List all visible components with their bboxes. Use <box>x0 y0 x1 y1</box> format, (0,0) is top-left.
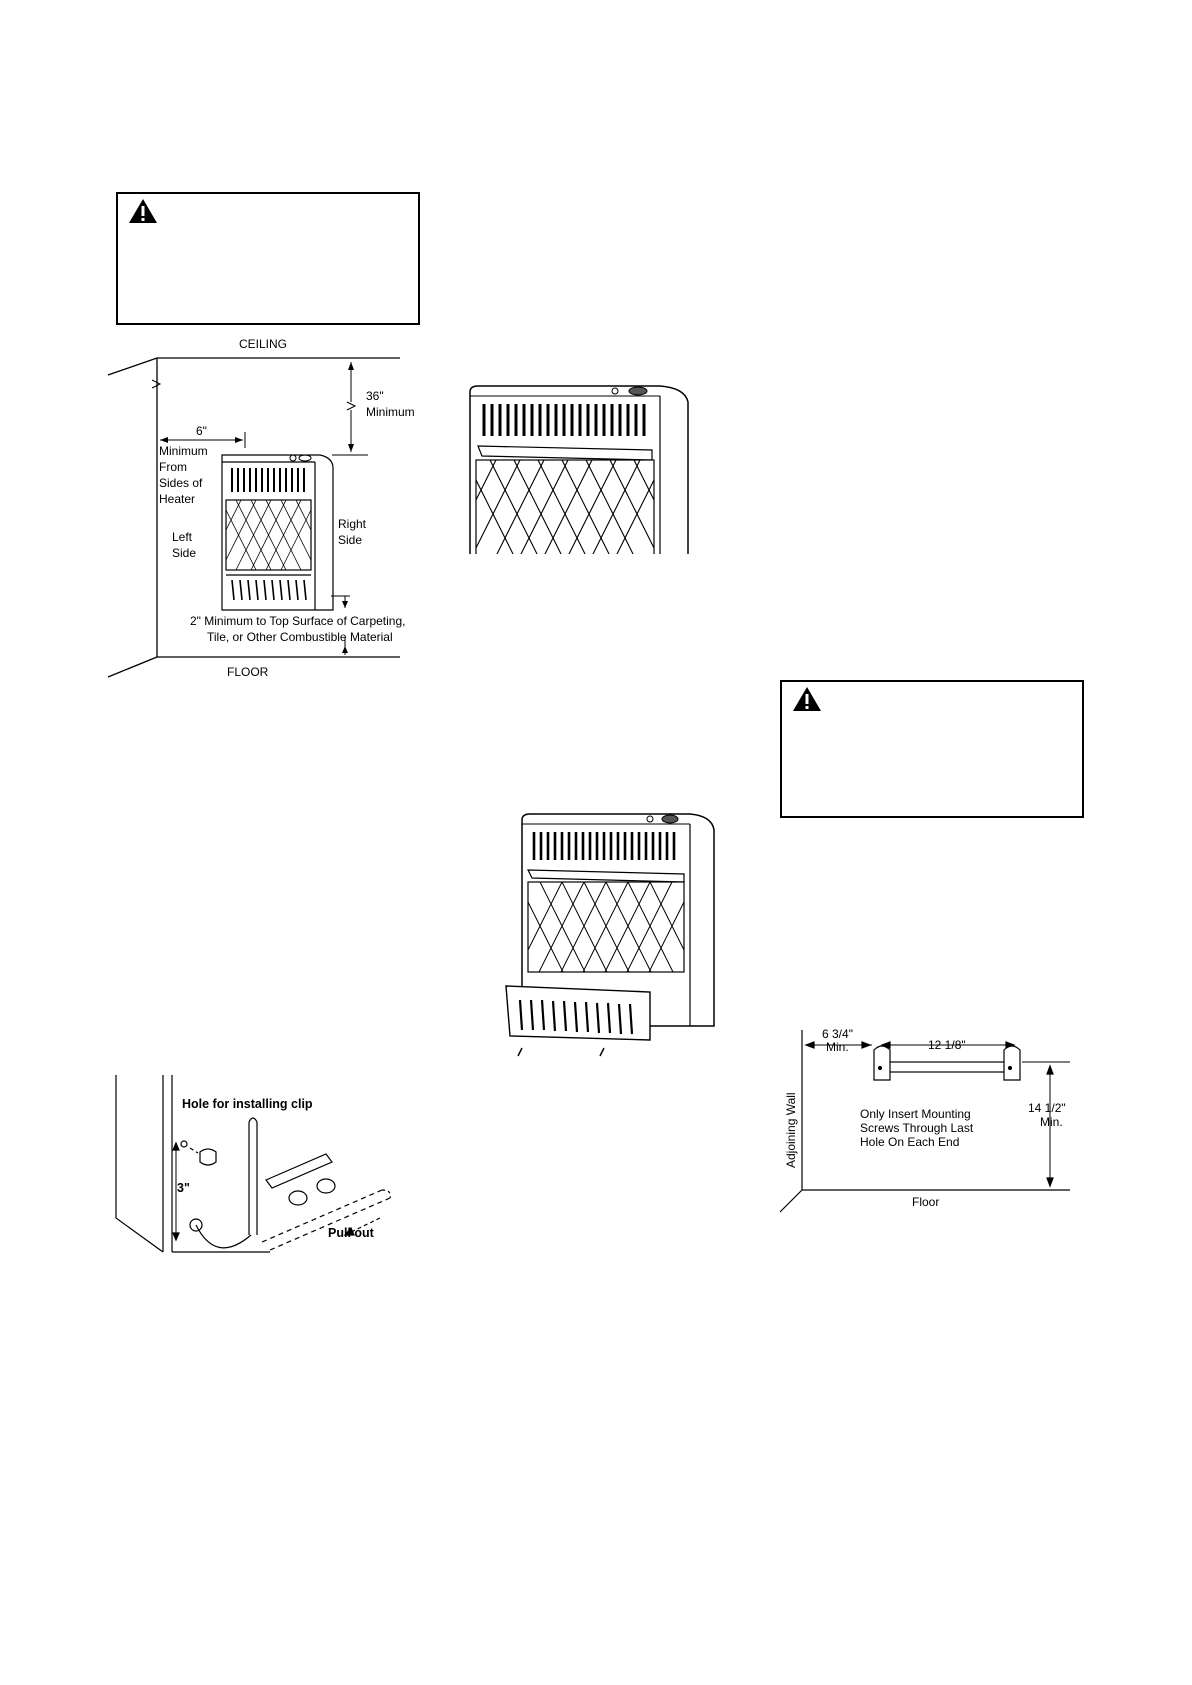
left-clearance-min: Min. <box>826 1040 849 1054</box>
mounting-note-1: Only Insert Mounting <box>860 1107 971 1121</box>
side-clearance-value: 6" <box>196 424 207 438</box>
warning-box-top-left <box>116 192 420 325</box>
left-side-label-1: Left <box>172 530 193 544</box>
right-side-label-2: Side <box>338 533 362 547</box>
mounting-note-2: Screws Through Last <box>860 1121 974 1135</box>
side-clearance-label-2: From <box>159 460 187 474</box>
side-clearance-label-4: Heater <box>159 492 195 506</box>
warning-box-right <box>780 680 1084 818</box>
clip-dimension-label: 3" <box>177 1181 190 1195</box>
warning-triangle-icon <box>793 687 821 711</box>
warning-triangle-icon <box>129 199 157 223</box>
left-clearance-value: 6 3/4" <box>822 1027 853 1041</box>
heater-panel-removal-illustration <box>505 813 715 1057</box>
top-clearance-value: 36" <box>366 389 384 403</box>
height-dimension-value: 14 1/2" <box>1028 1101 1066 1115</box>
left-side-label-2: Side <box>172 546 196 560</box>
bottom-clearance-note-1: 2" Minimum to Top Surface of Carpeting, <box>190 614 405 628</box>
span-dimension: 12 1/8" <box>928 1038 966 1052</box>
side-clearance-label-3: Sides of <box>159 476 203 490</box>
top-clearance-label: Minimum <box>366 405 415 419</box>
ceiling-label: CEILING <box>239 337 287 351</box>
floor-label-mounting: Floor <box>912 1195 939 1209</box>
right-side-label-1: Right <box>338 517 367 531</box>
adjoining-wall-label: Adjoining Wall <box>784 1092 798 1168</box>
side-clearance-label-1: Minimum <box>159 444 208 458</box>
hole-clip-label: Hole for installing clip <box>182 1097 313 1111</box>
height-dimension-min: Min. <box>1040 1115 1063 1129</box>
floor-label: FLOOR <box>227 665 269 679</box>
heater-front-illustration <box>469 385 689 554</box>
mounting-note-3: Hole On Each End <box>860 1135 959 1149</box>
pull-out-label: Pull out <box>328 1226 375 1240</box>
bottom-clearance-note-2: Tile, or Other Combustible Material <box>207 630 393 644</box>
